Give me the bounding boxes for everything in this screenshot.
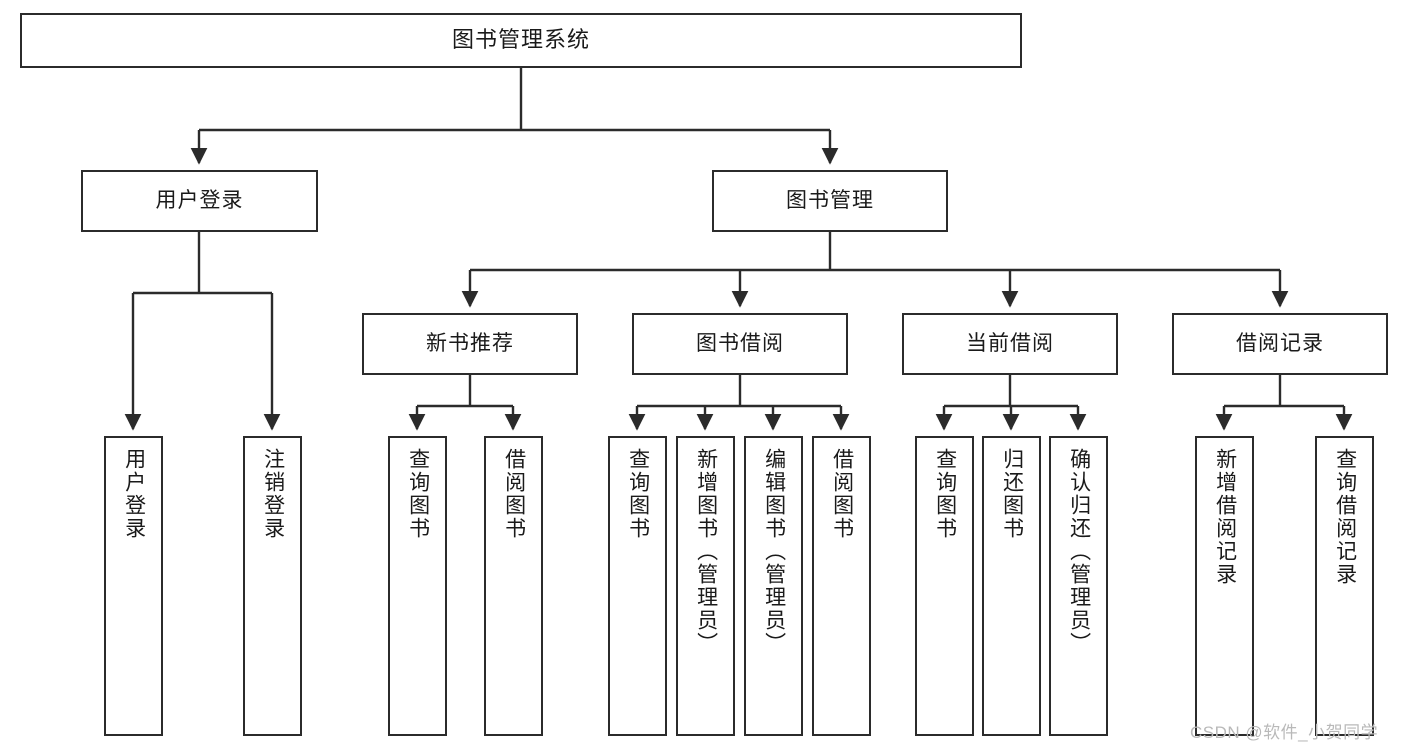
node-leaf-10-label: 确认归还（管理员）	[1067, 448, 1091, 655]
node-leaf-1-label: 注销登录	[261, 448, 285, 540]
node-leaf-2-label: 查询图书	[406, 448, 430, 540]
node-root[interactable]: 图书管理系统	[20, 13, 1022, 68]
node-level3-2[interactable]: 当前借阅	[902, 313, 1118, 375]
node-leaf-10[interactable]: 确认归还（管理员）	[1049, 436, 1108, 736]
node-leaf-1[interactable]: 注销登录	[243, 436, 302, 736]
node-leaf-3[interactable]: 借阅图书	[484, 436, 543, 736]
node-leaf-5-label: 新增图书（管理员）	[694, 448, 718, 655]
node-level3-0-label: 新书推荐	[426, 332, 514, 356]
node-leaf-12-label: 查询借阅记录	[1333, 448, 1357, 586]
node-leaf-9[interactable]: 归还图书	[982, 436, 1041, 736]
node-level2-0[interactable]: 用户登录	[81, 170, 318, 232]
node-level3-1[interactable]: 图书借阅	[632, 313, 848, 375]
node-root-label: 图书管理系统	[451, 27, 590, 53]
node-level2-1-label: 图书管理	[786, 189, 874, 213]
node-leaf-4-label: 查询图书	[626, 448, 650, 540]
node-leaf-8-label: 查询图书	[933, 448, 957, 540]
node-leaf-0[interactable]: 用户登录	[104, 436, 163, 736]
node-level2-1[interactable]: 图书管理	[712, 170, 948, 232]
node-level3-0[interactable]: 新书推荐	[362, 313, 578, 375]
node-leaf-4[interactable]: 查询图书	[608, 436, 667, 736]
node-level3-3[interactable]: 借阅记录	[1172, 313, 1388, 375]
node-level2-0-label: 用户登录	[155, 189, 244, 213]
node-leaf-11-label: 新增借阅记录	[1213, 448, 1237, 586]
node-leaf-2[interactable]: 查询图书	[388, 436, 447, 736]
node-leaf-11[interactable]: 新增借阅记录	[1195, 436, 1254, 736]
node-leaf-7-label: 借阅图书	[830, 448, 854, 540]
node-leaf-6[interactable]: 编辑图书（管理员）	[744, 436, 803, 736]
node-leaf-6-label: 编辑图书（管理员）	[762, 448, 786, 655]
node-level3-2-label: 当前借阅	[966, 332, 1054, 356]
node-leaf-9-label: 归还图书	[1000, 448, 1024, 540]
node-leaf-8[interactable]: 查询图书	[915, 436, 974, 736]
node-leaf-0-label: 用户登录	[122, 448, 146, 540]
node-leaf-5[interactable]: 新增图书（管理员）	[676, 436, 735, 736]
node-leaf-7[interactable]: 借阅图书	[812, 436, 871, 736]
node-level3-1-label: 图书借阅	[696, 332, 784, 356]
node-leaf-12[interactable]: 查询借阅记录	[1315, 436, 1374, 736]
node-level3-3-label: 借阅记录	[1236, 332, 1324, 356]
node-leaf-3-label: 借阅图书	[502, 448, 526, 540]
csdn-watermark: CSDN @软件_小贺同学	[1190, 723, 1379, 742]
